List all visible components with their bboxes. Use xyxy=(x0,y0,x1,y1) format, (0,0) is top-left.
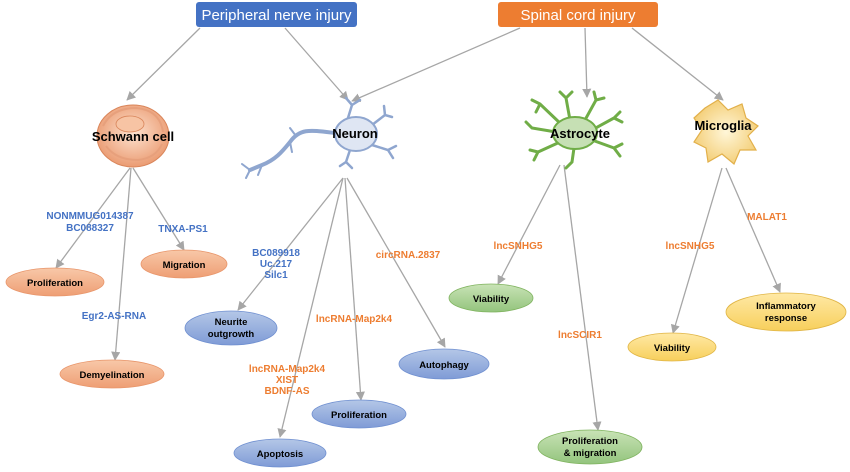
edge-peripheral-schwann xyxy=(126,27,201,101)
edge-peripheral-neuron xyxy=(284,27,349,101)
outcome-viability-astrocyte: Viability xyxy=(448,283,534,313)
label-tnxa-ps1: TNXA-PS1 xyxy=(158,224,208,235)
cell-neuron-label: Neuron xyxy=(332,126,378,141)
label-silc1: Silc1 xyxy=(264,270,288,281)
edge-neuron-proliferation xyxy=(344,177,365,401)
outcome-inflam-label-1: Inflammatory xyxy=(756,301,816,312)
outcome-proliferation-schwann-label: Proliferation xyxy=(27,278,83,289)
neuron-illustration xyxy=(241,96,398,179)
outcome-viability-microglia-label: Viability xyxy=(654,343,691,354)
outcome-autophagy: Autophagy xyxy=(398,348,490,380)
schwann-cell-illustration xyxy=(96,104,170,168)
edge-schwann-demyelination xyxy=(111,167,132,361)
label-lncsnhg5-astrocyte: lncSNHG5 xyxy=(494,241,543,252)
outcome-proliferation-neuron: Proliferation xyxy=(311,399,407,429)
label-lncrna-map2k4: lncRNA-Map2k4 xyxy=(316,314,393,325)
edge-spinal-microglia xyxy=(631,27,724,101)
outcome-migration-schwann: Migration xyxy=(140,249,228,279)
cell-microglia-label: Microglia xyxy=(694,118,752,133)
cell-astrocyte-label: Astrocyte xyxy=(550,126,610,141)
edge-astrocyte-prolmig xyxy=(563,164,602,431)
label-egr2-as-rna: Egr2-AS-RNA xyxy=(82,311,146,322)
label-circrna-2837: circRNA.2837 xyxy=(376,250,441,261)
outcome-inflammatory-response: Inflammatory response xyxy=(725,292,847,332)
outcome-prolmig-label-2: & migration xyxy=(564,448,617,459)
outcome-proliferation-neuron-label: Proliferation xyxy=(331,410,387,421)
cell-schwann-label: Schwann cell xyxy=(92,129,174,144)
label-lncsnhg5-microglia: lncSNHG5 xyxy=(666,241,715,252)
edge-neuron-apoptosis xyxy=(277,177,344,438)
label-xist: XIST xyxy=(276,375,298,386)
label-uc217: Uc.217 xyxy=(260,259,293,270)
edge-schwann-proliferation xyxy=(55,167,131,269)
header-peripheral-label: Peripheral nerve injury xyxy=(201,7,352,24)
edge-spinal-neuron xyxy=(351,27,521,102)
edge-microglia-viability xyxy=(670,167,723,334)
outcome-inflam-label-2: response xyxy=(765,313,807,324)
outcome-neurite-outgrowth: Neurite outgrowth xyxy=(184,310,278,346)
label-apoptosis-lncrna-map2k4: lncRNA-Map2k4 xyxy=(249,364,326,375)
edges xyxy=(55,27,781,438)
outcome-viability-astrocyte-label: Viability xyxy=(473,294,510,305)
header-spinal: Spinal cord injury xyxy=(498,2,658,27)
edge-astrocyte-viability xyxy=(497,164,561,285)
outcome-apoptosis: Apoptosis xyxy=(233,438,327,468)
edge-microglia-inflammatory xyxy=(725,167,781,293)
microglia-illustration xyxy=(693,99,759,165)
edge-neuron-autophagy xyxy=(346,177,446,348)
edge-schwann-migration xyxy=(132,167,185,251)
outcome-autophagy-label: Autophagy xyxy=(419,360,469,371)
outcome-migration-schwann-label: Migration xyxy=(163,260,206,271)
label-bdnf-as: BDNF-AS xyxy=(265,386,310,397)
outcome-proliferation-migration: Proliferation & migration xyxy=(537,429,643,465)
label-lncscir1: lncSCIR1 xyxy=(558,330,602,341)
outcome-neurite-label-2: outgrowth xyxy=(208,329,255,340)
edge-neuron-neurite xyxy=(237,177,344,311)
outcome-prolmig-label-1: Proliferation xyxy=(562,436,618,447)
outcome-neurite-label-1: Neurite xyxy=(215,317,248,328)
outcome-proliferation-schwann: Proliferation xyxy=(5,267,105,297)
edge-spinal-astrocyte xyxy=(582,27,592,98)
header-spinal-label: Spinal cord injury xyxy=(520,7,636,24)
outcome-apoptosis-label: Apoptosis xyxy=(257,449,303,460)
label-bc089918: BC089918 xyxy=(252,248,300,259)
edge-labels: NONMMUG014387 BC088327 TNXA-PS1 Egr2-AS-… xyxy=(46,211,787,397)
outcome-viability-microglia: Viability xyxy=(627,332,717,362)
label-bc088327: BC088327 xyxy=(66,223,114,234)
label-nonmmug014387: NONMMUG014387 xyxy=(46,211,134,222)
astrocyte-illustration xyxy=(524,90,624,170)
outcome-demyelination-label: Demyelination xyxy=(80,370,145,381)
label-malat1: MALAT1 xyxy=(747,212,787,223)
header-peripheral: Peripheral nerve injury xyxy=(196,2,357,27)
outcome-demyelination: Demyelination xyxy=(59,359,165,389)
